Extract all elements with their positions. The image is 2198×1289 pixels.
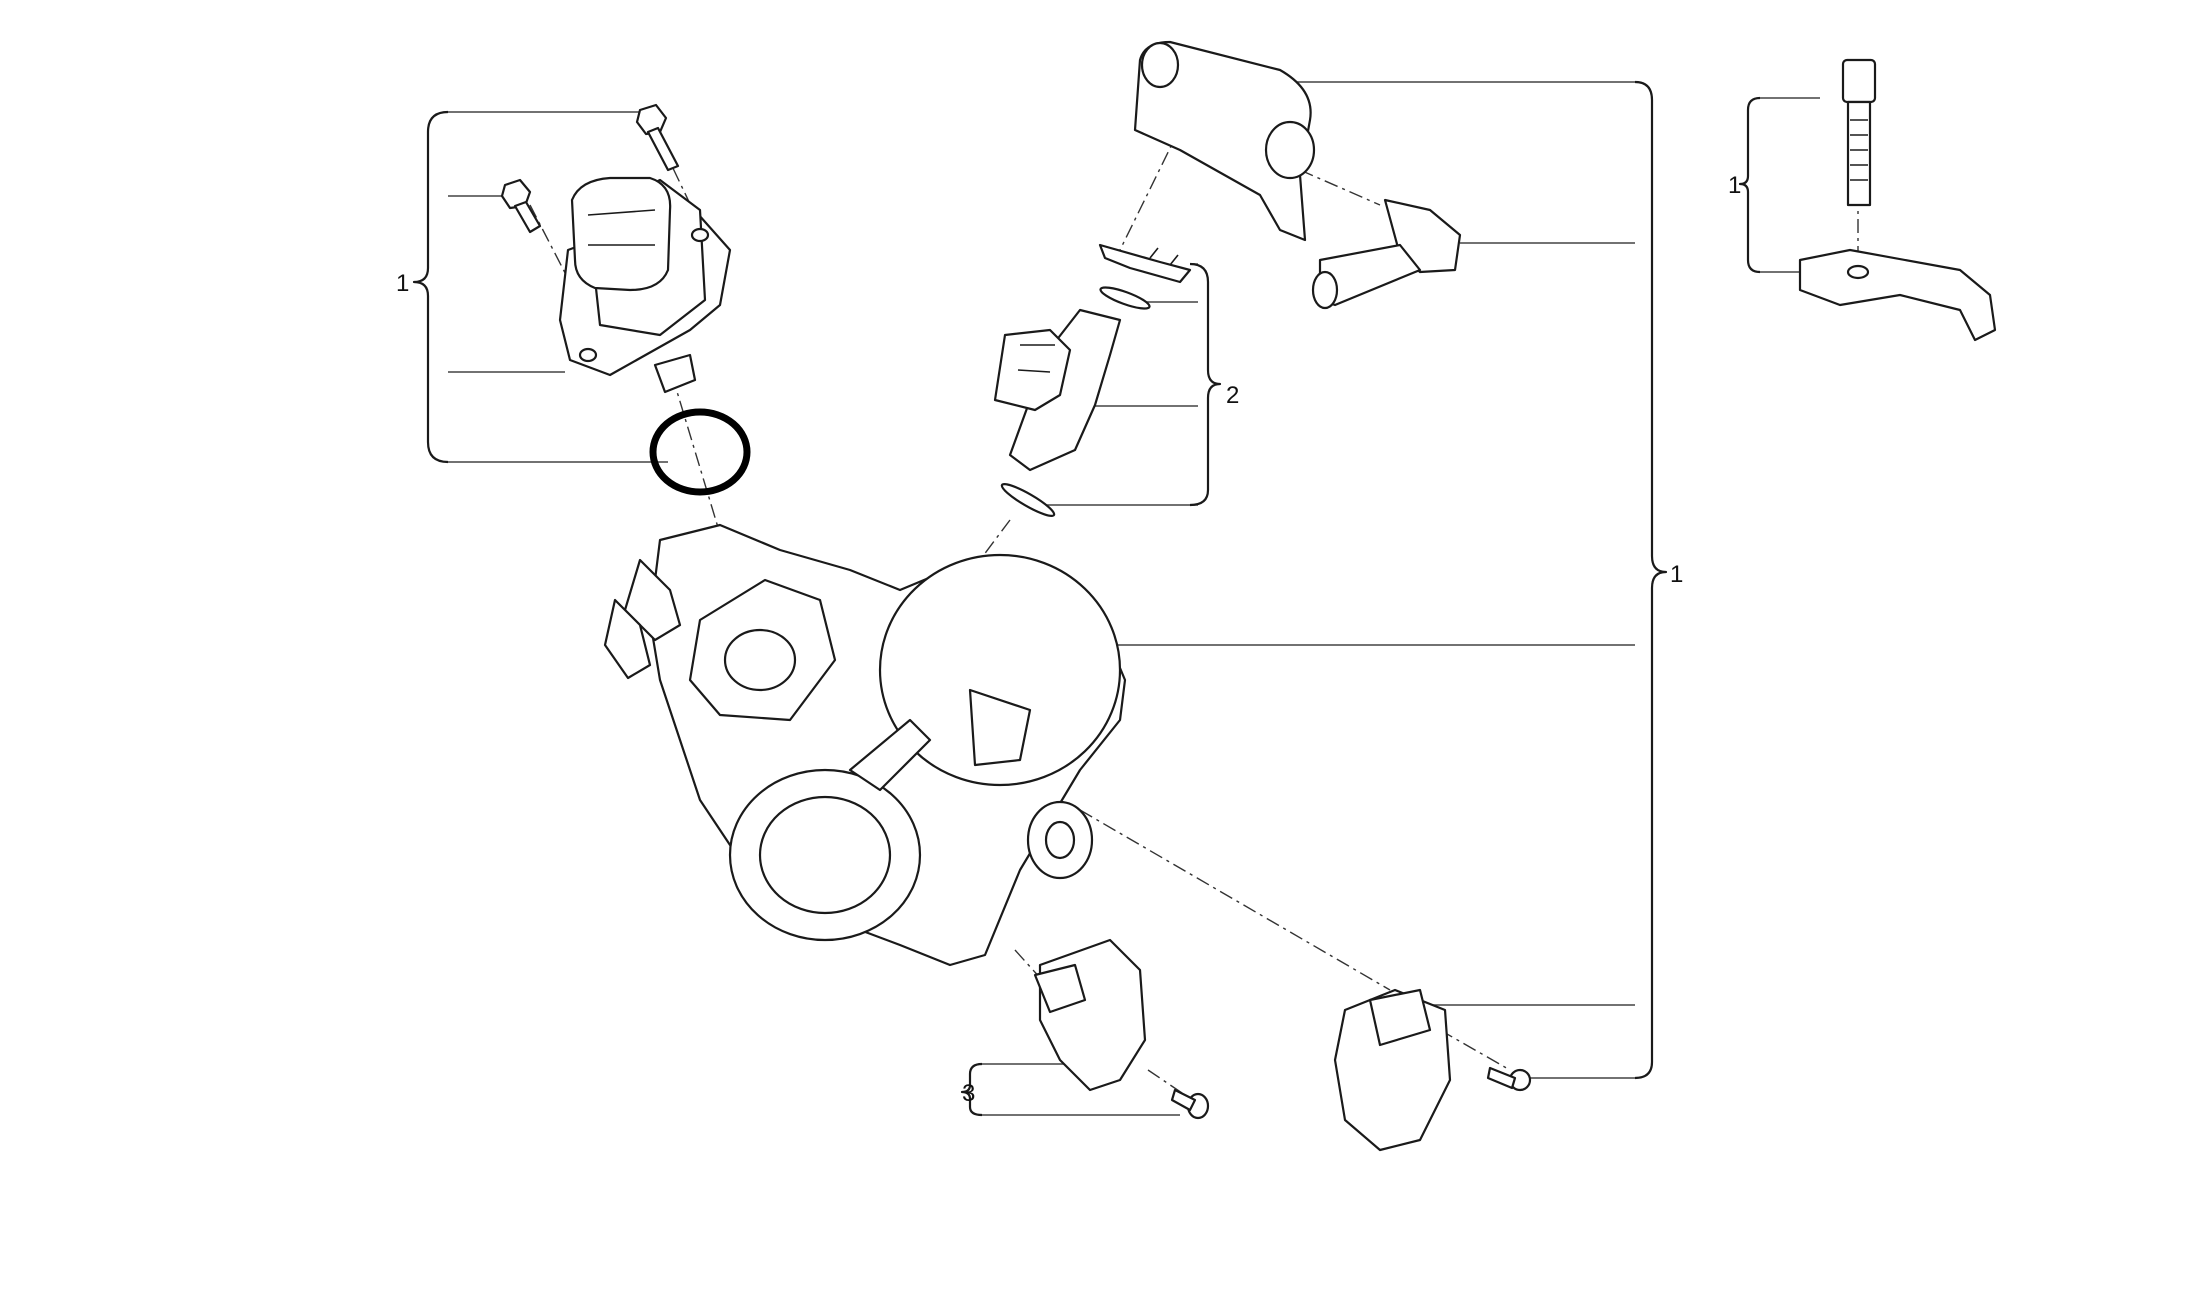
injector-upper-seal xyxy=(1099,286,1151,310)
callout-throttle-body: 1 xyxy=(1670,561,1683,588)
bracket-screw xyxy=(1841,58,1877,207)
callout-injector: 2 xyxy=(1226,382,1239,409)
fuel-rail-holder xyxy=(1133,40,1316,242)
throttle-position-sensor xyxy=(1033,938,1147,1092)
idle-valve-o-ring xyxy=(649,408,751,496)
fuel-injector xyxy=(993,308,1122,472)
fuel-elbow-fitting xyxy=(1311,198,1462,310)
connector-screw xyxy=(1486,1066,1532,1092)
mounting-bracket xyxy=(1798,248,1997,342)
callout-tps: 3 xyxy=(962,1080,975,1107)
injector-lower-seal xyxy=(1000,483,1056,517)
idle-control-valve xyxy=(558,176,732,394)
idle-valve-screw-top xyxy=(635,103,680,172)
callout-idle-valve: 1 xyxy=(396,270,409,297)
group-braces xyxy=(412,80,1761,1117)
tps-screw xyxy=(1170,1088,1210,1120)
callout-bracket: 1 xyxy=(1728,172,1741,199)
throttle-body xyxy=(603,523,1127,967)
callout-labels: 1 2 3 1 1 xyxy=(396,172,1741,1107)
injector-clip xyxy=(1098,243,1192,284)
sensor-connector xyxy=(1333,988,1452,1152)
leader-lines xyxy=(448,81,1820,1116)
idle-valve-screw-left xyxy=(500,178,542,234)
